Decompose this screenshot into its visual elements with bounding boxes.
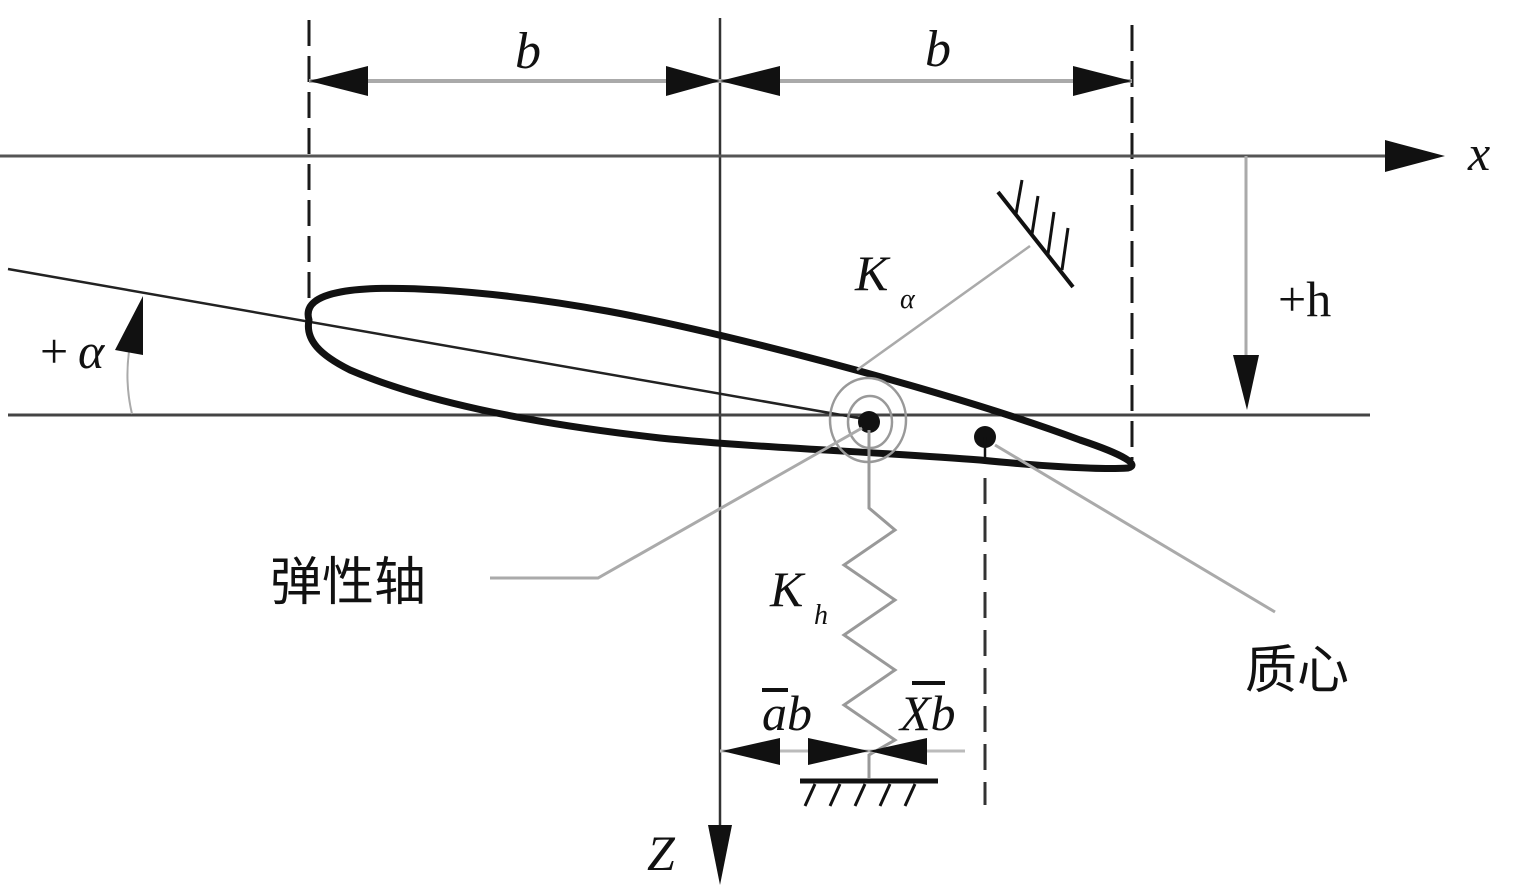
label-elastic-axis: 弹性轴 bbox=[270, 553, 426, 613]
label-k-h-sub: h bbox=[814, 600, 828, 631]
label-plus: + bbox=[40, 323, 68, 379]
torsion-spring-ground bbox=[996, 179, 1075, 289]
label-k-alpha-sub: α bbox=[900, 284, 916, 315]
dimension-xb bbox=[869, 738, 965, 765]
label-xb: Xb bbox=[898, 681, 956, 741]
elastic-axis-leader bbox=[490, 426, 863, 580]
dimension-b-right bbox=[720, 66, 1132, 96]
svg-text:Xb: Xb bbox=[898, 685, 956, 741]
dimension-b-left bbox=[309, 66, 720, 96]
label-x-axis: x bbox=[1467, 125, 1490, 181]
label-alpha: α bbox=[78, 323, 106, 379]
x-axis bbox=[0, 140, 1445, 172]
label-z-axis: Z bbox=[647, 825, 676, 881]
label-ab: ab bbox=[762, 685, 812, 741]
svg-text:ab: ab bbox=[762, 685, 812, 741]
center-of-mass-leader bbox=[994, 443, 1276, 614]
label-k-h: K bbox=[769, 561, 806, 617]
label-b-left: b bbox=[515, 23, 541, 80]
label-center-of-mass: 质心 bbox=[1245, 641, 1349, 701]
label-b-right: b bbox=[925, 21, 951, 78]
chord-line bbox=[7, 267, 871, 422]
airfoil bbox=[304, 284, 1136, 473]
plunge-arrow bbox=[1233, 156, 1259, 410]
plunge-spring bbox=[841, 430, 898, 778]
pitch-angle-arrow bbox=[115, 296, 143, 415]
dimension-ab bbox=[720, 738, 869, 765]
z-axis bbox=[708, 18, 732, 885]
plunge-spring-ground bbox=[800, 778, 938, 807]
center-of-mass-point bbox=[974, 426, 996, 460]
label-plus-h: +h bbox=[1278, 271, 1331, 327]
label-k-alpha: K bbox=[854, 245, 891, 301]
elastic-axis-point bbox=[858, 411, 880, 433]
